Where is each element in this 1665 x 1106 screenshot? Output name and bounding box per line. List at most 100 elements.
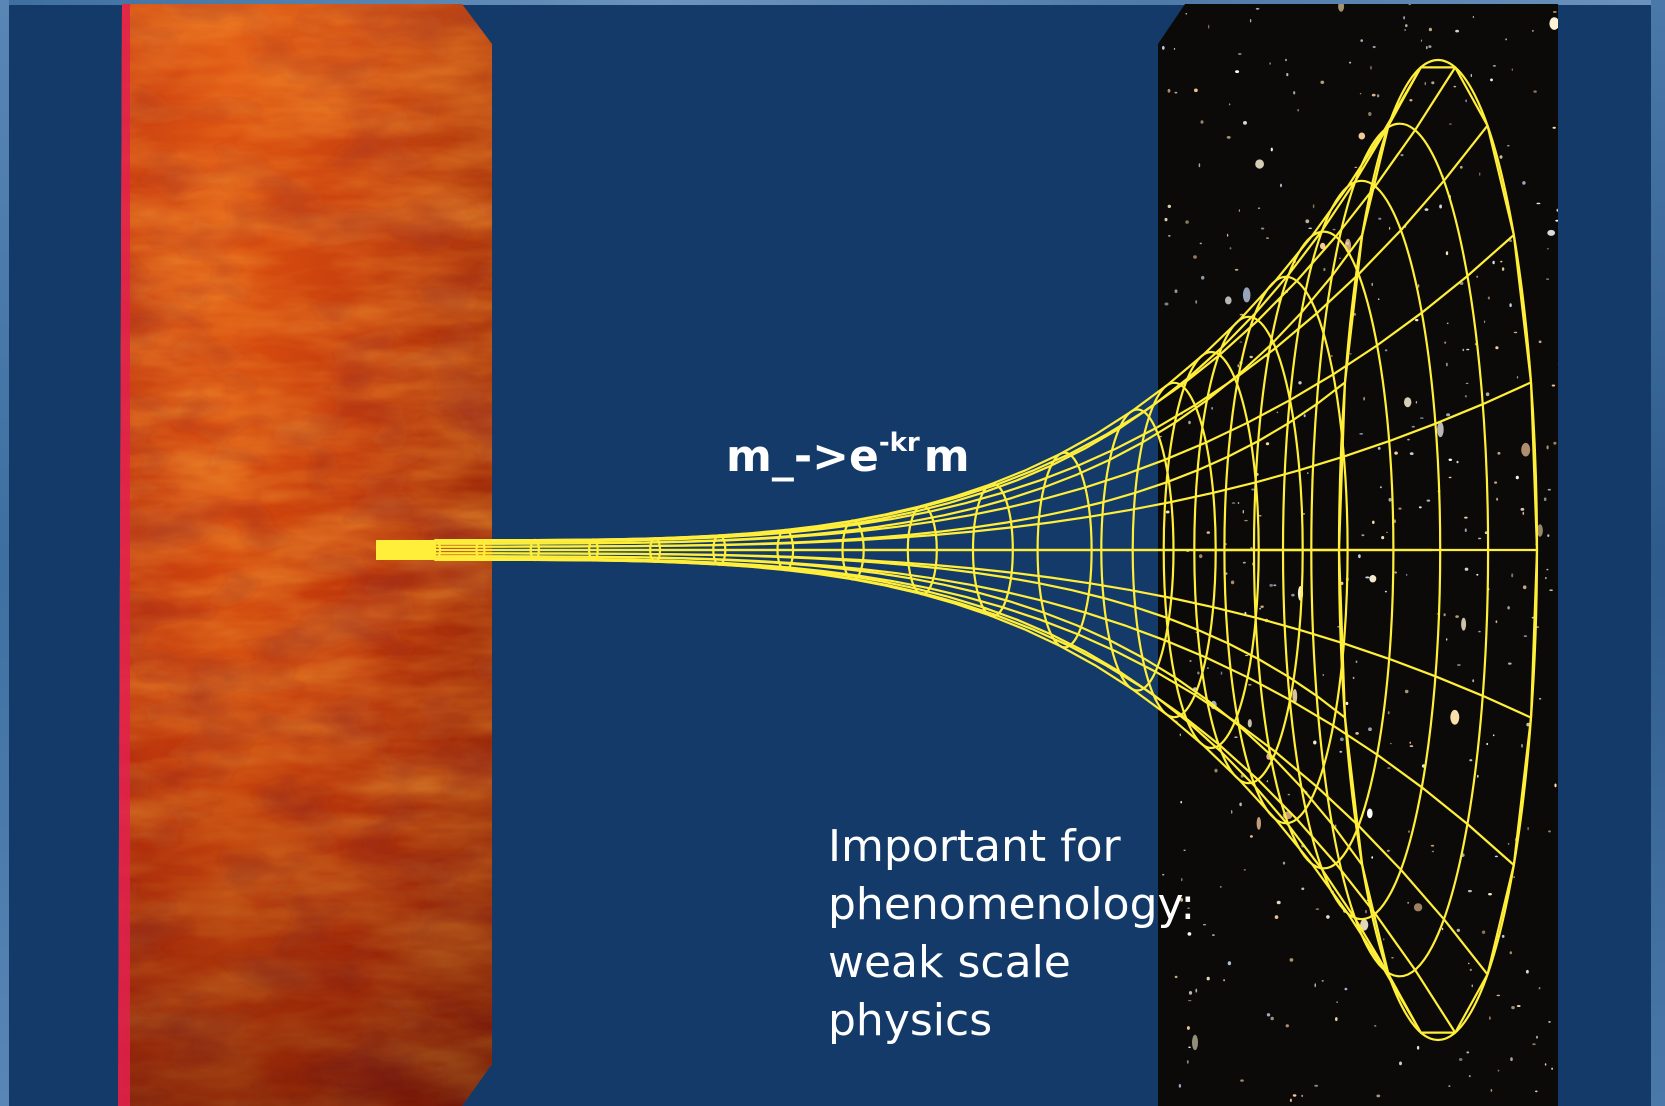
star <box>1165 510 1170 514</box>
star <box>1526 969 1529 974</box>
star <box>1186 1026 1190 1030</box>
note-line-3: weak scale <box>828 937 1071 988</box>
top-border <box>0 0 1665 5</box>
star <box>1509 239 1512 242</box>
star <box>1238 209 1241 212</box>
funnel-line <box>436 66 1457 542</box>
star <box>1332 228 1336 231</box>
star <box>1522 585 1527 590</box>
star <box>1464 516 1468 519</box>
star <box>1234 268 1239 271</box>
star <box>1365 576 1370 579</box>
star <box>1496 994 1501 997</box>
star <box>1552 11 1557 13</box>
star <box>1230 580 1235 585</box>
star <box>1408 830 1410 833</box>
star <box>1247 719 1252 728</box>
star <box>1465 99 1467 103</box>
star <box>1407 438 1410 441</box>
star <box>1330 355 1333 357</box>
star <box>1195 988 1198 993</box>
star <box>1231 502 1236 504</box>
star <box>1556 208 1558 212</box>
star <box>1214 768 1218 773</box>
star <box>1522 181 1526 185</box>
star <box>1359 433 1364 435</box>
wireframe-funnel <box>430 58 1539 1042</box>
star <box>1311 0 1313 2</box>
star <box>1437 421 1444 438</box>
star <box>1199 242 1203 245</box>
star <box>1239 341 1243 343</box>
star <box>1418 506 1422 509</box>
star <box>1292 1094 1297 1097</box>
star <box>1546 278 1550 280</box>
star <box>1265 442 1270 446</box>
star <box>1547 488 1552 491</box>
star <box>1377 446 1381 450</box>
star <box>1266 1013 1271 1017</box>
star <box>1553 441 1557 445</box>
star <box>1383 938 1385 941</box>
star <box>1251 488 1255 491</box>
star <box>1339 750 1343 753</box>
star <box>1409 741 1411 744</box>
star <box>1431 850 1435 853</box>
star <box>1532 29 1534 32</box>
star <box>1546 445 1549 450</box>
star <box>1478 537 1482 540</box>
star <box>1393 519 1396 523</box>
star <box>1164 217 1168 222</box>
star <box>1297 108 1299 112</box>
star <box>1164 302 1169 306</box>
star <box>1291 593 1295 597</box>
star <box>1404 29 1406 31</box>
star <box>1408 4 1412 6</box>
star <box>1492 734 1495 737</box>
star <box>1413 903 1423 912</box>
star <box>1377 298 1380 301</box>
star <box>1314 1084 1319 1087</box>
star <box>1255 159 1264 169</box>
star <box>1231 810 1233 814</box>
star <box>1446 322 1449 325</box>
star <box>1387 767 1391 769</box>
star <box>1192 1034 1198 1051</box>
star <box>1219 886 1222 888</box>
star <box>1257 207 1261 209</box>
star <box>1188 420 1191 425</box>
star <box>1274 915 1279 919</box>
star <box>1509 303 1512 308</box>
star <box>1226 233 1229 237</box>
funnel-line <box>439 381 1532 548</box>
star <box>1193 255 1197 259</box>
star <box>1409 99 1413 102</box>
star <box>1520 507 1525 511</box>
star <box>1206 667 1209 669</box>
star <box>1301 887 1305 891</box>
star <box>1492 65 1496 67</box>
star <box>1308 227 1312 229</box>
star <box>1459 165 1463 169</box>
star <box>1536 202 1541 205</box>
mass-scaling-formula: m_->e-krm <box>726 428 970 482</box>
star <box>1167 88 1171 93</box>
star <box>1445 251 1449 256</box>
star <box>1223 979 1225 982</box>
star <box>1551 1067 1553 1070</box>
star <box>1185 13 1188 15</box>
star <box>1260 605 1264 608</box>
star <box>1352 676 1355 680</box>
star <box>1430 844 1435 847</box>
star <box>1554 783 1557 788</box>
star <box>1378 217 1382 220</box>
star <box>1546 568 1549 571</box>
formula-exponent: -kr <box>878 428 920 458</box>
funnel-line <box>435 558 1422 1034</box>
star <box>1513 876 1516 879</box>
star <box>1494 855 1498 858</box>
star <box>1189 660 1192 662</box>
star <box>1497 451 1501 455</box>
star <box>1555 219 1558 222</box>
star <box>1235 70 1240 73</box>
